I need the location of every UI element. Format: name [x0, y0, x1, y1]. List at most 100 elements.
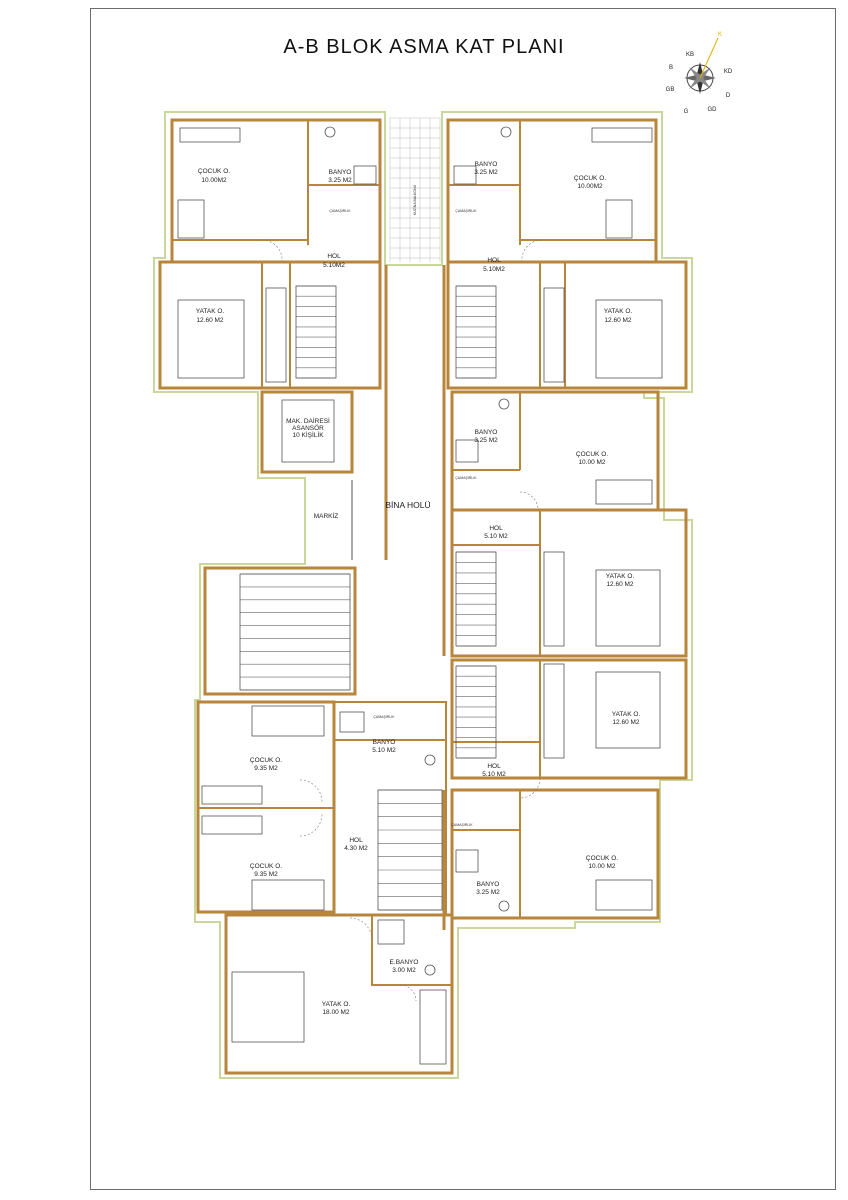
room-name: BANYO: [475, 429, 498, 436]
bed-icon: [177, 299, 245, 379]
compass-label: B: [669, 65, 673, 71]
toilet-icon: [500, 126, 512, 138]
stair-flight: [377, 789, 443, 911]
bed-icon: [177, 199, 205, 239]
room-name: YATAK O.: [322, 1001, 351, 1008]
compass-label: KB: [686, 52, 694, 58]
compass-label: KD: [724, 69, 733, 75]
room-area: 3.25 M2: [328, 177, 352, 184]
room-area: 10.00 M2: [578, 459, 605, 466]
room-area: 9.35 M2: [254, 871, 278, 878]
canopy-label: MARKİZ: [314, 511, 339, 520]
bed-icon: [595, 671, 661, 749]
elevator-capacity: 10 KİŞİLİK: [292, 430, 324, 439]
elevator-car-icon: [281, 399, 335, 463]
compass-label: GB: [666, 87, 675, 93]
wardrobe-icon: [201, 815, 263, 835]
toilet-icon: [498, 398, 510, 410]
laundry-label: ÇAMAŞIRLIK: [455, 209, 477, 213]
room-name: HOL: [487, 257, 501, 264]
room-area: 10.00M2: [577, 183, 603, 190]
room-name: MAK. DAİRESİ: [286, 416, 330, 425]
wardrobe-icon: [419, 989, 447, 1065]
stair-flight: [239, 573, 351, 691]
room-area: 10.00 M2: [588, 863, 615, 870]
room-area: 3.25 M2: [474, 437, 498, 444]
room-name: YATAK O.: [612, 711, 641, 718]
compass-north-label: K: [718, 32, 722, 38]
bed-icon: [595, 879, 653, 911]
room-name: BANYO: [477, 881, 500, 888]
laundry-label: ÇAMAŞIRLIK: [455, 476, 477, 480]
bed-icon: [595, 299, 663, 379]
room-name: BANYO: [475, 161, 498, 168]
room-area: 4.30 M2: [344, 845, 368, 852]
shower-icon: [353, 165, 377, 185]
walls: [158, 118, 688, 1075]
room-name: ÇOCUK O.: [250, 863, 282, 870]
wardrobe-icon: [543, 551, 565, 647]
compass-label: D: [726, 93, 731, 99]
toilet-icon: [498, 900, 510, 912]
room-name: E.BANYO: [390, 959, 419, 966]
compass-icon: [684, 37, 719, 94]
room-name: YATAK O.: [604, 308, 633, 315]
shower-icon: [453, 165, 477, 185]
room-area: 5.10 M2: [482, 771, 506, 778]
bed-icon: [231, 971, 305, 1043]
laundry-label: ÇAMAŞIRLIK: [451, 823, 473, 827]
room-area: 18.00 M2: [322, 1009, 349, 1016]
laundry-label: ÇAMAŞIRLIK: [329, 209, 351, 213]
bed-icon: [251, 879, 325, 911]
room-name: HOL: [487, 763, 501, 770]
stair-flight: [455, 551, 497, 647]
wardrobe-icon: [591, 127, 653, 143]
room-area: 5.10 M2: [372, 747, 396, 754]
room-area: 10.00M2: [201, 177, 227, 184]
plan-title: A-B BLOK ASMA KAT PLANI: [283, 36, 565, 58]
room-name: YATAK O.: [196, 308, 225, 315]
door-swings: [261, 239, 543, 1002]
room-name: BANYO: [373, 739, 396, 746]
room-area: 12.60 M2: [604, 317, 631, 324]
room-area: 5.10 M2: [484, 533, 508, 540]
laundry-label: ÇAMAŞIRLIK: [373, 715, 395, 719]
room-name: HOL: [327, 253, 341, 260]
room-area: 3.00 M2: [392, 967, 416, 974]
room-area: 9.35 M2: [254, 765, 278, 772]
exterior-outline: [153, 111, 693, 1079]
building-hall-label: BİNA HOLÜ: [385, 500, 430, 510]
wardrobe-icon: [543, 287, 565, 383]
room-name: ÇOCUK O.: [574, 175, 606, 182]
balcony-tiles: [389, 117, 441, 262]
room-name: ÇOCUK O.: [586, 855, 618, 862]
room-name: HOL: [349, 837, 363, 844]
fixtures: [177, 126, 663, 1065]
compass-label: G: [684, 109, 689, 115]
room-area: 12.60 M2: [612, 719, 639, 726]
room-name: BANYO: [329, 169, 352, 176]
wardrobe-icon: [201, 785, 263, 805]
toilet-icon: [324, 126, 336, 138]
room-name: HOL: [489, 525, 503, 532]
wardrobe-icon: [265, 287, 287, 383]
shower-icon: [339, 711, 365, 733]
room-name: ÇOCUK O.: [198, 168, 230, 175]
drawing-frame: [90, 8, 836, 1190]
stair-flight: [295, 285, 337, 379]
wardrobe-icon: [543, 663, 565, 759]
kitchen-balcony-label: KUZİNA BALKONU: [412, 184, 417, 215]
room-name: YATAK O.: [606, 573, 635, 580]
shower-icon: [377, 919, 405, 945]
room-area: 12.60 M2: [196, 317, 223, 324]
room-area: 12.60 M2: [606, 581, 633, 588]
room-area: 3.25 M2: [474, 169, 498, 176]
compass-label: GD: [708, 107, 718, 113]
room-name: ÇOCUK O.: [576, 451, 608, 458]
toilet-icon: [424, 964, 436, 976]
stair-steps: [239, 285, 497, 911]
room-area: 5.10M2: [483, 266, 505, 273]
stair-flight: [455, 665, 497, 759]
shower-icon: [455, 849, 479, 873]
